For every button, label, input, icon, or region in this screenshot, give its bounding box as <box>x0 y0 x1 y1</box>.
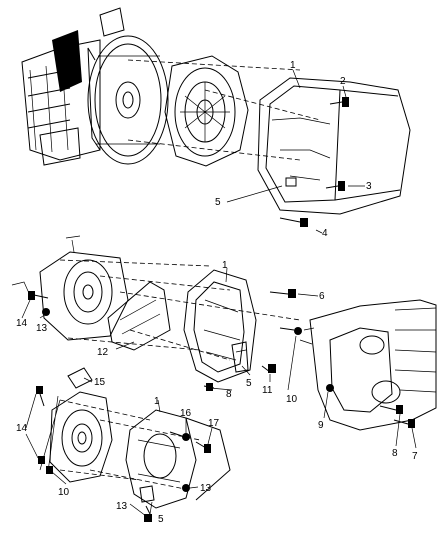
middle-bolt-7 <box>393 419 415 428</box>
callout-mid-11: 11 <box>262 385 273 396</box>
bottom-bellhousing <box>125 409 231 509</box>
bottom-bolt-17 <box>195 441 211 453</box>
bottom-bolt-13b <box>144 505 152 522</box>
top-bolt-4 <box>279 217 308 227</box>
top-leaders <box>226 69 365 234</box>
middle-bolt-13 <box>42 308 50 316</box>
callout-bot-17: 17 <box>208 418 220 429</box>
callout-mid-13: 13 <box>36 323 48 334</box>
callout-bot-15: 15 <box>94 377 106 388</box>
middle-leaders <box>21 267 417 449</box>
callout-top-3: 3 <box>366 181 372 192</box>
middle-bracket-5 <box>231 341 249 373</box>
callout-bot-14: 14 <box>16 423 28 434</box>
callout-mid-9: 9 <box>318 420 324 431</box>
bottom-leaders <box>25 377 213 517</box>
top-bolt-2 <box>329 97 349 107</box>
callout-bot-13a: 13 <box>200 483 212 494</box>
bottom-bolt-14a <box>36 386 45 407</box>
callout-bot-5: 5 <box>158 514 164 525</box>
callout-bot-10: 10 <box>58 487 70 498</box>
callout-top-1: 1 <box>290 60 296 71</box>
middle-transmission <box>299 299 437 431</box>
middle-clutch <box>11 235 129 341</box>
middle-bellhousing <box>183 269 257 383</box>
callout-top-4: 4 <box>322 228 328 239</box>
flywheel <box>87 35 169 165</box>
callout-mid-8b: 8 <box>392 448 398 459</box>
bottom-assembly: 15 14 10 1 16 17 13 13 5 <box>16 367 231 525</box>
top-bolt-3 <box>325 181 345 191</box>
middle-mount-plate <box>107 281 171 351</box>
middle-bolt-8a <box>203 383 215 391</box>
bottom-bolt-13a <box>182 484 190 492</box>
callout-mid-6: 6 <box>319 291 325 302</box>
middle-bolt-14 <box>28 291 49 300</box>
bottom-bolt-16 <box>169 431 190 441</box>
callout-mid-7: 7 <box>412 451 418 462</box>
callout-mid-5: 5 <box>246 378 252 389</box>
callout-bot-16: 16 <box>180 408 192 419</box>
bottom-alignment-lines <box>59 399 201 491</box>
bottom-bolt-14b <box>38 456 45 464</box>
middle-bolt-10 <box>279 327 302 335</box>
bottom-clutch <box>39 367 113 483</box>
callout-bot-1: 1 <box>154 396 160 407</box>
pressure-plate <box>164 55 249 167</box>
middle-bolt-6 <box>269 289 296 298</box>
bottom-bolt-10 <box>46 466 53 474</box>
callout-mid-1: 1 <box>222 260 228 271</box>
middle-bolt-9 <box>326 384 334 392</box>
callout-mid-10: 10 <box>286 394 298 405</box>
top-alignment-lines <box>127 59 321 161</box>
top-assembly: 1 2 3 4 5 <box>21 7 411 239</box>
top-bellhousing <box>257 77 411 215</box>
callout-mid-14: 14 <box>16 318 28 329</box>
engine-block <box>21 7 125 166</box>
callout-bot-13b: 13 <box>116 501 128 512</box>
middle-assembly: 1 6 10 11 5 8 9 8 7 12 13 14 <box>11 235 437 462</box>
callout-top-2: 2 <box>340 76 346 87</box>
callout-mid-8a: 8 <box>226 389 232 400</box>
middle-bolt-8b <box>379 405 403 414</box>
callout-mid-12: 12 <box>97 347 109 358</box>
middle-bolt-11 <box>261 364 276 373</box>
middle-alignment-lines <box>59 259 301 361</box>
callout-top-5: 5 <box>215 197 221 208</box>
